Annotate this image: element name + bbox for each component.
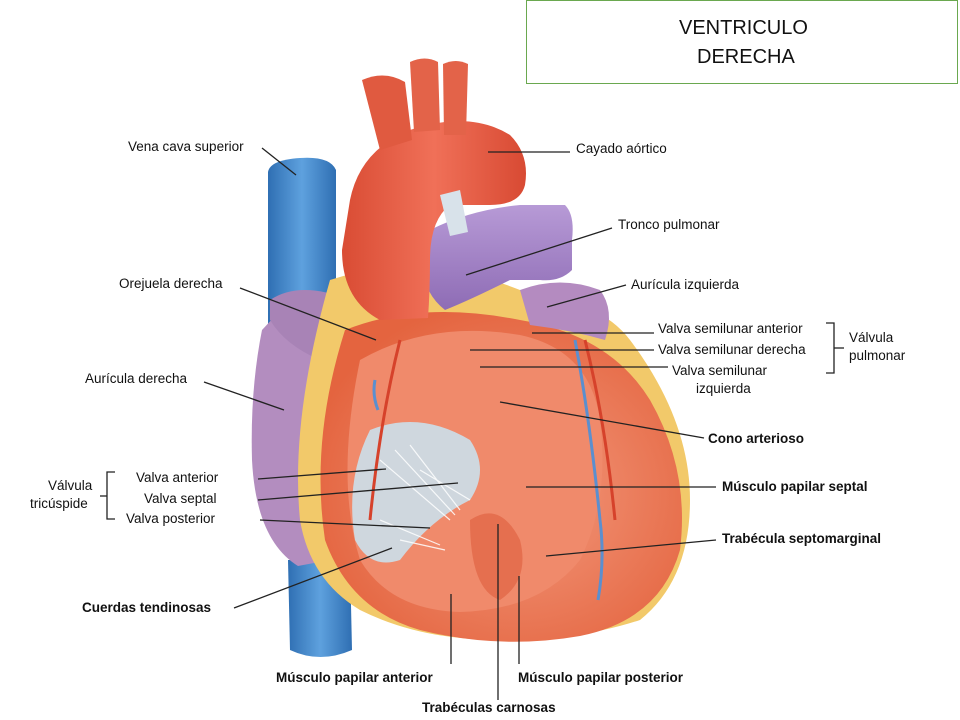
title-line-2: DERECHA <box>697 46 795 68</box>
label-valvula-tricuspide-2: tricúspide <box>30 496 88 511</box>
title-box: VENTRICULO DERECHA <box>526 0 958 84</box>
label-valvula-pulmonar-2: pulmonar <box>849 348 906 363</box>
label-trabeculas-carnosas: Trabéculas carnosas <box>422 700 556 715</box>
left-subclavian <box>443 61 468 135</box>
label-valva-posterior: Valva posterior <box>126 511 216 526</box>
label-tronco-pulmonar: Tronco pulmonar <box>618 217 720 232</box>
left-atrium <box>520 282 609 340</box>
aortic-arch <box>342 121 526 320</box>
label-valva-semilunar-izquierda-2: izquierda <box>696 381 751 396</box>
coronary-vessels <box>368 339 617 601</box>
label-cayado-aortico: Cayado aórtico <box>576 141 667 156</box>
trabeculae <box>470 513 523 600</box>
brackets <box>100 322 844 520</box>
left-common-carotid <box>410 58 440 132</box>
label-cono-arterioso: Cono arterioso <box>708 431 805 446</box>
label-auricula-izquierda: Aurícula izquierda <box>631 277 740 292</box>
label-musculo-papilar-posterior: Músculo papilar posterior <box>518 670 684 685</box>
title-line-1: VENTRICULO <box>679 17 808 39</box>
label-orejuela-derecha: Orejuela derecha <box>119 276 223 291</box>
brachiocephalic-trunk <box>362 75 412 150</box>
label-valva-semilunar-derecha: Valva semilunar derecha <box>658 342 806 357</box>
label-cuerdas-tendinosas: Cuerdas tendinosas <box>82 600 212 615</box>
leader-lines <box>203 147 717 700</box>
label-musculo-papilar-anterior: Músculo papilar anterior <box>276 670 433 685</box>
label-valva-septal: Valva septal <box>144 491 217 506</box>
chordae-tendineae <box>379 444 471 551</box>
label-valvula-pulmonar-1: Válvula <box>849 330 894 345</box>
label-vena-cava-superior: Vena cava superior <box>128 139 244 154</box>
label-valva-semilunar-anterior: Valva semilunar anterior <box>658 321 803 336</box>
label-musculo-papilar-septal: Músculo papilar septal <box>722 479 868 494</box>
label-trabecula-septomarginal: Trabécula septomarginal <box>722 531 882 546</box>
label-auricula-derecha: Aurícula derecha <box>85 371 188 386</box>
ligamentum-arteriosum <box>440 190 468 236</box>
label-valva-semilunar-izquierda-1: Valva semilunar <box>672 363 768 378</box>
tricuspid-leaflets <box>352 422 480 563</box>
label-valva-anterior: Valva anterior <box>136 470 219 485</box>
label-valvula-tricuspide-1: Válvula <box>48 478 93 493</box>
